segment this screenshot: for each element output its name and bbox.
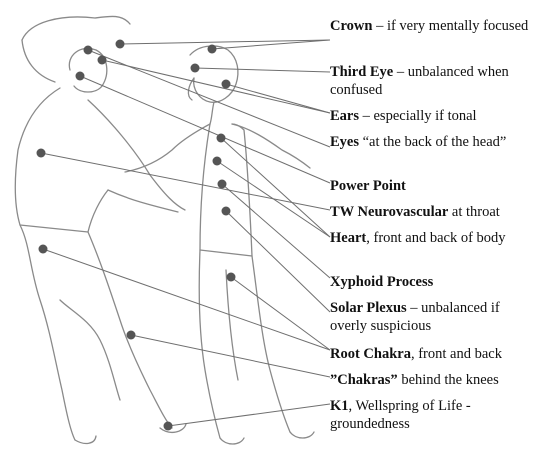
point-marker-11-1 xyxy=(127,331,136,340)
label-title: ”Chakras” xyxy=(330,372,398,388)
label-description: , front and back xyxy=(411,346,502,362)
label-title: Power Point xyxy=(330,178,406,194)
point-marker-3-1 xyxy=(98,56,107,65)
label-title: Eyes xyxy=(330,134,359,150)
label-8: Xyphoid Process xyxy=(330,273,535,291)
connector-line-12-1 xyxy=(168,404,330,426)
connector-line-11-1 xyxy=(131,335,330,377)
label-description: “at the back of the head” xyxy=(359,134,506,150)
label-title: Crown xyxy=(330,18,372,34)
label-4: Eyes “at the back of the head” xyxy=(330,133,535,151)
connector-line-6-1 xyxy=(41,153,330,210)
label-2: Third Eye – unbalanced when confused xyxy=(330,63,535,99)
label-title: K1 xyxy=(330,398,349,414)
label-11: ”Chakras” behind the knees xyxy=(330,371,535,389)
label-description: – if very mentally focused xyxy=(372,18,528,34)
point-marker-10-2 xyxy=(227,273,236,282)
label-7: Heart, front and back of body xyxy=(330,229,535,247)
label-1: Crown – if very mentally focused xyxy=(330,17,535,35)
point-marker-2-1 xyxy=(191,64,200,73)
connector-line-2-1 xyxy=(195,68,330,72)
label-3: Ears – especially if tonal xyxy=(330,107,535,125)
connector-line-3-2 xyxy=(226,84,330,113)
label-title: Third Eye xyxy=(330,64,393,80)
label-description: at throat xyxy=(448,204,500,220)
point-marker-7-1 xyxy=(217,134,226,143)
label-title: Solar Plexus xyxy=(330,300,407,316)
connector-line-5-1 xyxy=(80,76,330,183)
connector-line-8-1 xyxy=(222,184,330,278)
point-marker-4-1 xyxy=(84,46,93,55)
label-5: Power Point xyxy=(330,177,535,195)
label-9: Solar Plexus – unbalanced if overly susp… xyxy=(330,299,535,335)
label-title: TW Neurovascular xyxy=(330,204,448,220)
connector-line-10-1 xyxy=(43,249,330,350)
point-marker-9-1 xyxy=(222,207,231,216)
point-marker-10-1 xyxy=(39,245,48,254)
connector-line-3-1 xyxy=(102,60,330,113)
label-description: – especially if tonal xyxy=(359,108,477,124)
connector-line-7-2 xyxy=(217,161,330,237)
label-title: Ears xyxy=(330,108,359,124)
point-marker-3-2 xyxy=(222,80,231,89)
label-description: behind the knees xyxy=(398,372,499,388)
point-marker-7-2 xyxy=(213,157,222,166)
label-6: TW Neurovascular at throat xyxy=(330,203,535,221)
point-marker-12-1 xyxy=(164,422,173,431)
connector-lines xyxy=(41,40,330,426)
point-marker-1-1 xyxy=(116,40,125,49)
label-title: Xyphoid Process xyxy=(330,274,433,290)
label-title: Heart xyxy=(330,230,366,246)
label-10: Root Chakra, front and back xyxy=(330,345,535,363)
connector-line-10-2 xyxy=(231,277,330,350)
point-marker-6-1 xyxy=(37,149,46,158)
label-description: , Wellspring of Life - groundedness xyxy=(330,398,471,432)
label-12: K1, Wellspring of Life - groundedness xyxy=(330,397,535,433)
label-title: Root Chakra xyxy=(330,346,411,362)
point-marker-8-1 xyxy=(218,180,227,189)
point-marker-1-2 xyxy=(208,45,217,54)
point-marker-5-1 xyxy=(76,72,85,81)
label-description: , front and back of body xyxy=(366,230,505,246)
